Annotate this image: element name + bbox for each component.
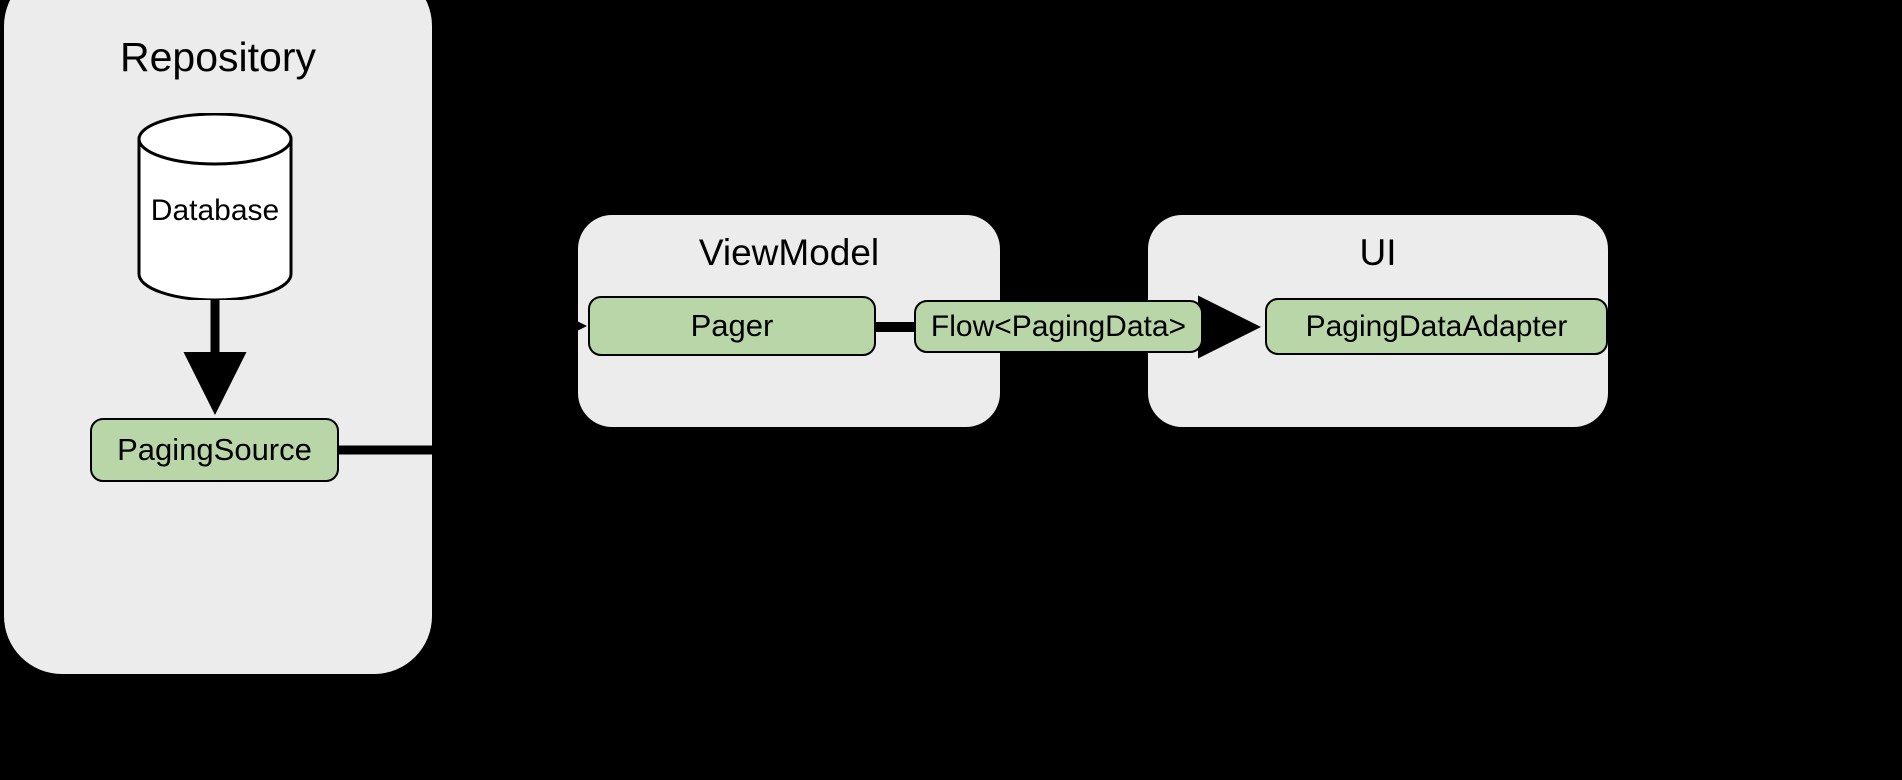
group-repository[interactable]: Repository <box>4 0 432 674</box>
node-pager-label: Pager <box>690 308 774 343</box>
database-label: Database <box>150 194 280 227</box>
node-paging-data-adapter[interactable]: PagingDataAdapter <box>1265 298 1608 355</box>
node-flow-paging-data[interactable]: Flow<PagingData> <box>914 300 1203 353</box>
group-ui-label: UI <box>1359 232 1397 273</box>
node-pager[interactable]: Pager <box>588 296 876 356</box>
node-paging-source[interactable]: PagingSource <box>90 418 339 482</box>
group-viewmodel-label: ViewModel <box>698 232 880 273</box>
group-repository-label: Repository <box>120 34 316 80</box>
node-paging-source-label: PagingSource <box>117 432 312 467</box>
node-paging-data-adapter-label: PagingDataAdapter <box>1305 309 1568 343</box>
node-flow-paging-data-label: Flow<PagingData> <box>930 309 1187 343</box>
